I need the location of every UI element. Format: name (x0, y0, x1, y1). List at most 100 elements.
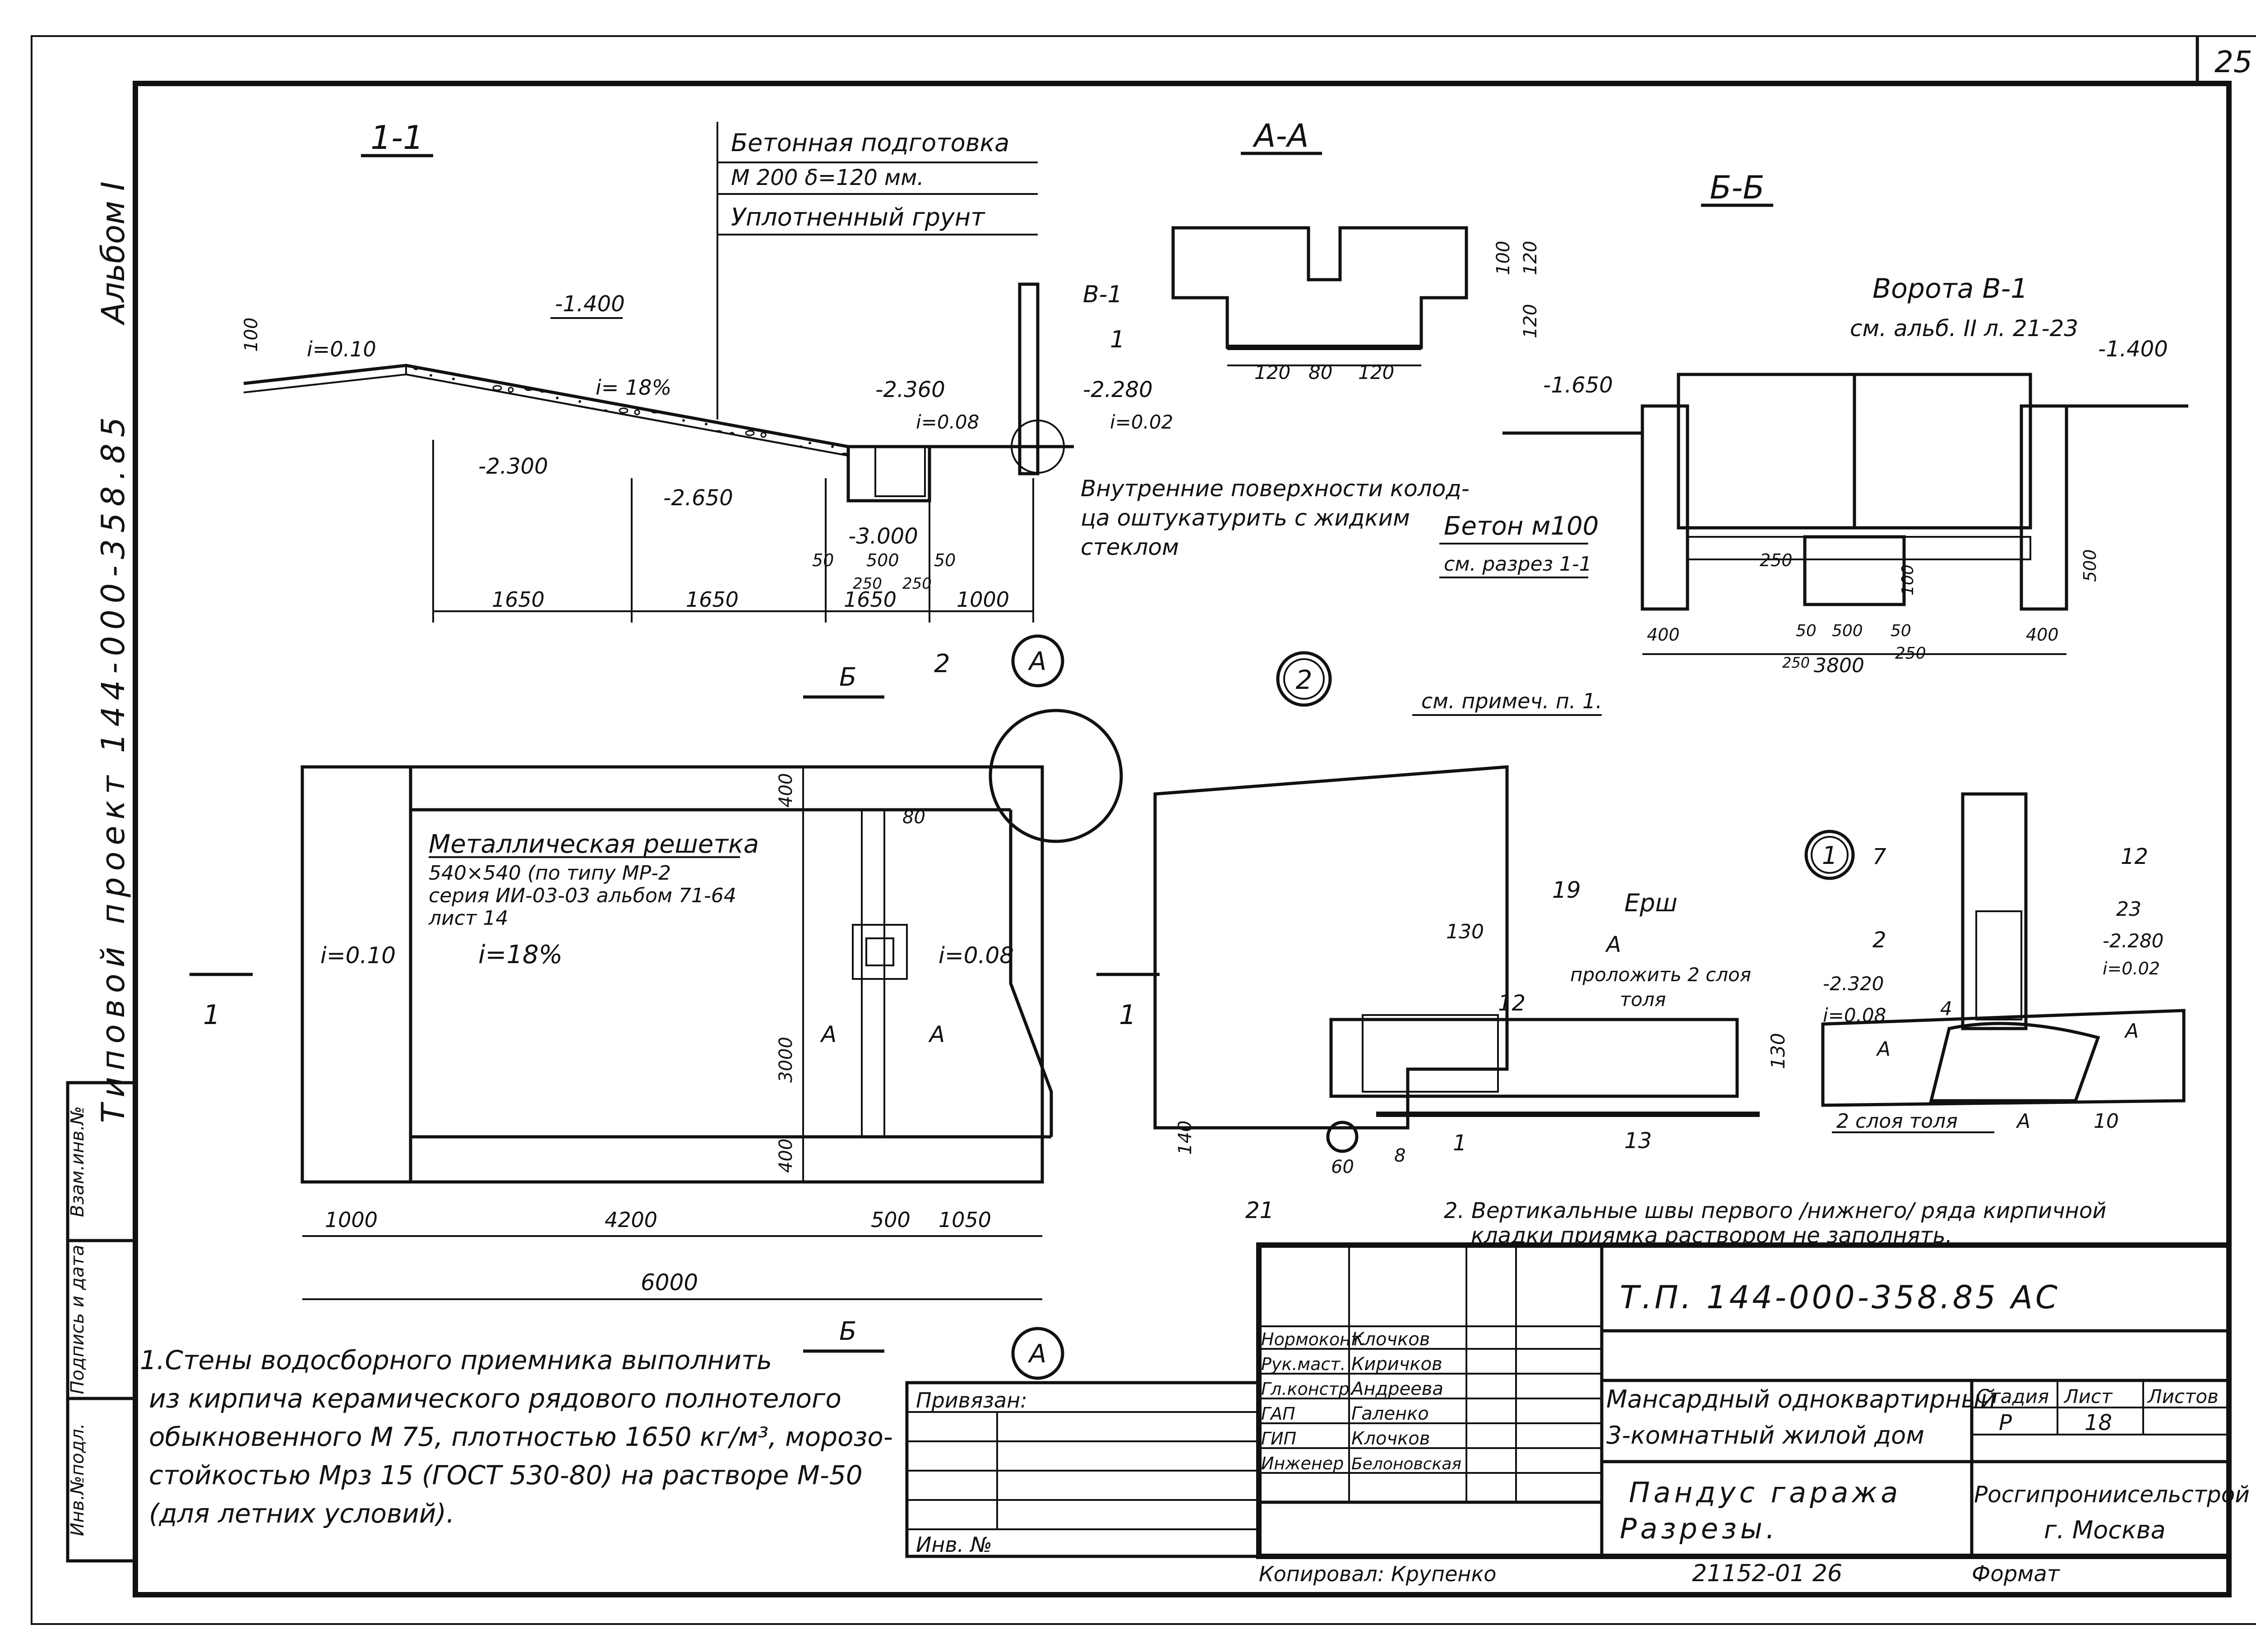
note-1-line-2: из кирпича керамического рядового полнот… (149, 1383, 841, 1414)
section-a-a: А-А 120 80 120 100 120 120 (1171, 117, 1541, 383)
callout-a-1: А (1028, 647, 1046, 676)
gate-label: В-1 (1083, 281, 1123, 308)
plan-slope-18: i=18% (478, 940, 563, 969)
album-label: Альбом I (95, 181, 132, 326)
tb-role-2: Рук.маст. (1261, 1354, 1346, 1374)
d2-12: 12 (1498, 991, 1526, 1016)
note-1-line-1: 1.Стены водосборного приемника выполнить (140, 1345, 772, 1375)
left-margin: Альбом I Типовой проект 144-000-358.85 И… (66, 181, 137, 1563)
slope-010: i=0.10 (307, 337, 376, 361)
sheet-frame (31, 35, 2256, 1625)
plan-cut-1-left: 1 (203, 999, 220, 1031)
d2-ersh: Ерш (1624, 889, 1678, 917)
tb-drawing-1: Пандус гаража (1629, 1476, 1901, 1509)
plan-cut-b-top: Б (839, 663, 856, 692)
d1-a2: А (2124, 1020, 2139, 1043)
tb-project-1: Мансардный одноквартирный (1606, 1385, 1996, 1413)
dim-250a: 250 (853, 575, 882, 593)
layer-note-2: М 200 δ=120 мм. (731, 165, 924, 190)
dim-bb-50a: 50 (1796, 622, 1817, 640)
dim-1000: 1000 (957, 587, 1009, 612)
dim-1650-a: 1650 (492, 587, 545, 612)
plan-mark-a1: А (820, 1021, 837, 1047)
d1-10: 10 (2094, 1110, 2119, 1133)
d2-19: 19 (1552, 877, 1581, 903)
title-block: Нормоконт. Рук.маст. Гл.констр. ГАП ГИП … (1256, 1242, 2250, 1559)
dim-50a: 50 (812, 550, 834, 570)
note-2-line-1: 2. Вертикальные швы первого /нижнего/ ря… (1444, 1198, 2107, 1223)
grate-title: Металлическая решетка (429, 830, 759, 859)
note-1-line-4: стойкостью Мрз 15 (ГОСТ 530-80) на раств… (149, 1460, 863, 1490)
d2-toly-2: толя (1620, 988, 1666, 1011)
plan-cut-b-bottom: Б (839, 1317, 856, 1346)
detail-2: 19 Ерш 130 А проложить 2 слоя толя 12 1 … (1153, 765, 1789, 1223)
tb-org-1: Росгипрониисельстрой (1974, 1481, 2250, 1508)
binding-box: Привязан: Инв. № (905, 1381, 1261, 1558)
elev-top: -1.400 (555, 291, 625, 317)
dim-bb-3800: 3800 (1814, 654, 1864, 677)
dim-aa-100: 100 (1493, 241, 1514, 275)
d1-slope-002: i=0.02 (2103, 959, 2160, 978)
dim-100: 100 (241, 318, 262, 352)
d1-4: 4 (1940, 997, 1952, 1020)
tb-role-5: ГИП (1261, 1429, 1296, 1449)
section-a-a-title: А-А (1252, 117, 1308, 154)
tb-name-3: Андреева (1350, 1379, 1443, 1399)
dim-50b: 50 (934, 550, 956, 570)
dim-bb-400b: 400 (2026, 625, 2059, 645)
page-number: 25 (2214, 45, 2252, 79)
tb-name-4: Галенко (1351, 1403, 1429, 1424)
tb-stage: Р (1999, 1410, 2012, 1435)
elev-bb-1400: -1.400 (2098, 337, 2168, 362)
plan-dim-400b: 400 (776, 1139, 796, 1173)
stamp-replace: Взам.инв.№ (67, 1106, 88, 1217)
dim-bb-500: 500 (1832, 622, 1863, 640)
elev-3000: -3.000 (848, 524, 918, 549)
slope-002: i=0.02 (1110, 411, 1173, 433)
d2-60: 60 (1331, 1157, 1354, 1177)
gate-num: 1 (1110, 326, 1125, 353)
tb-role-3: Гл.констр. (1261, 1379, 1355, 1399)
slope-008: i=0.08 (916, 411, 979, 433)
binding-label: Привязан: (916, 1388, 1027, 1412)
elev-bb-1650: -1.650 (1543, 373, 1613, 398)
plaster-note-2: ца оштукатурить с жидким (1081, 505, 1410, 531)
tb-drawing-2: Разрезы. (1620, 1512, 1778, 1545)
tb-role-1: Нормоконт. (1261, 1329, 1366, 1349)
slope-18: i= 18% (596, 375, 671, 400)
dim-bb-250a: 250 (1760, 550, 1793, 570)
section-1-1-title: 1-1 (370, 119, 424, 157)
plaster-note-3: стеклом (1081, 534, 1179, 560)
grate-line-1: 540×540 (по типу МР-2 (429, 862, 671, 885)
dim-500: 500 (866, 550, 899, 570)
dim-bb-250b: 250 (1782, 654, 1810, 671)
elev-2300: -2.300 (478, 454, 548, 479)
plan-slope-008: i=0.08 (938, 942, 1014, 969)
d1-a1: А (1876, 1038, 1891, 1061)
dim-1650-b: 1650 (686, 587, 739, 612)
d1-num: 1 (1822, 841, 1837, 870)
plan-dim-400a: 400 (776, 773, 796, 808)
d2-1: 1 (1453, 1131, 1467, 1156)
d1-elev-2320: -2.320 (1823, 973, 1884, 995)
grate-line-2: серия ИИ-03-03 альбом 71-64 (429, 884, 736, 907)
footer-num: 21152-01 26 (1692, 1560, 1842, 1587)
d1-2: 2 (1872, 928, 1886, 953)
plan-dim-6000: 6000 (641, 1269, 698, 1296)
note-1-line-5: (для летних условий). (149, 1498, 454, 1529)
concrete-label: Бетон м100 (1444, 512, 1599, 541)
d1-a3: А (2016, 1110, 2030, 1133)
plan-callout-a: А (1028, 1339, 1046, 1369)
plan-detail-num: 2 (934, 649, 950, 678)
elev-2360: -2.360 (875, 377, 945, 402)
project-label: Типовой проект 144-000-358.85 (95, 411, 132, 1123)
tb-role-4: ГАП (1261, 1404, 1295, 1424)
section-b-b: Б-Б Ворота В-1 см. альб. II л. 21-23 -1.… (1412, 169, 2188, 716)
gate-title: Ворота В-1 (1872, 273, 2028, 305)
footer-copied: Копировал: Крупенко (1259, 1562, 1496, 1586)
binding-inv: Инв. № (916, 1532, 992, 1557)
d1-12: 12 (2121, 844, 2148, 869)
plan-view: Металлическая решетка 540×540 (по типу М… (190, 649, 1160, 1380)
stamp-sign: Подпись и дата (67, 1245, 88, 1394)
